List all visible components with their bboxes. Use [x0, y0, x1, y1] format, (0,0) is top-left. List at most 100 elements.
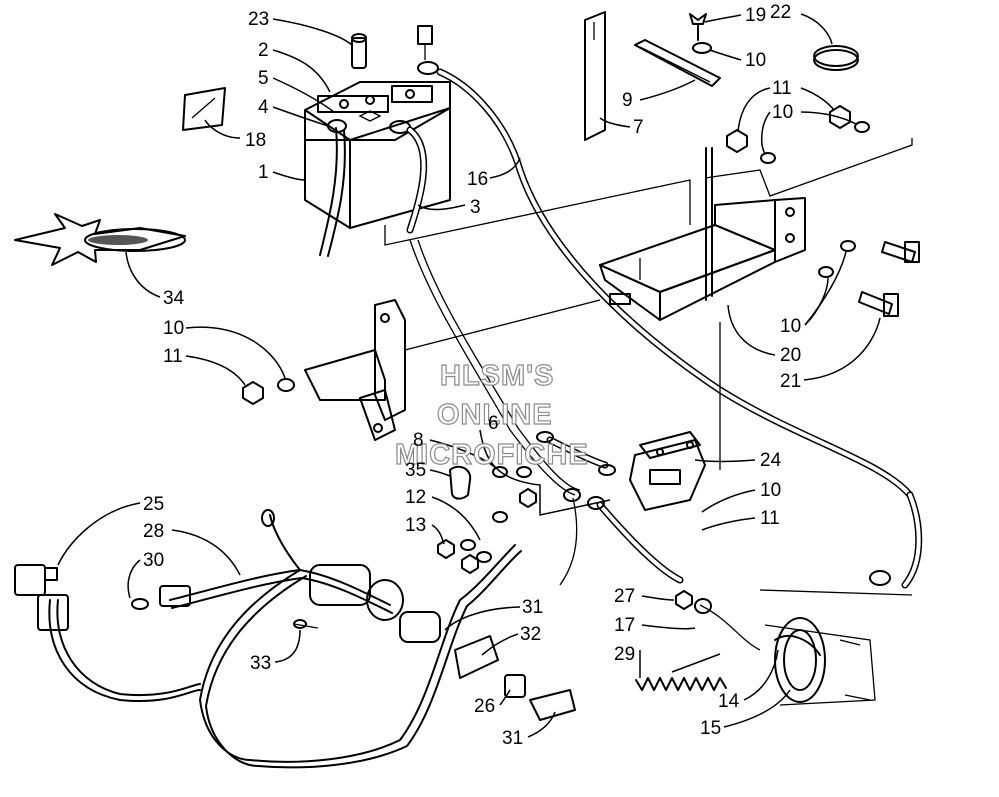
callout-17: 17	[614, 615, 635, 636]
emblem-decal-drawing	[14, 213, 186, 266]
leader-6	[479, 429, 611, 516]
hose-clamp-drawing	[813, 45, 859, 71]
callout-11: 11	[163, 346, 183, 367]
leader-34	[125, 251, 161, 298]
guide-line-lower-bracket	[404, 299, 601, 351]
leader-11a-b	[737, 87, 771, 133]
leader-26	[499, 689, 511, 706]
callout-10: 10	[163, 318, 184, 339]
callout-19: 19	[745, 5, 766, 26]
leader-10d-b	[804, 251, 847, 326]
leader-8	[429, 439, 497, 469]
leader-33	[274, 629, 301, 663]
watermark-line-2: ONLINE	[437, 399, 553, 431]
guide-line-fasteners	[704, 138, 913, 197]
leader-3	[417, 204, 466, 211]
solenoid-hardware-drawing	[437, 431, 616, 574]
leader-20	[727, 304, 776, 356]
callout-26: 26	[474, 696, 495, 717]
callout-12: 12	[405, 487, 426, 508]
callout-21: 21	[780, 371, 801, 392]
callout-9: 9	[622, 90, 633, 111]
spring-drawing	[635, 677, 727, 691]
callout-25: 25	[143, 494, 164, 515]
callout-22: 22	[770, 2, 791, 23]
callout-16: 16	[467, 169, 488, 190]
leader-15	[723, 689, 791, 728]
vent-cap-drawing	[351, 33, 367, 69]
leader-4	[272, 106, 329, 127]
leader-10d	[804, 277, 829, 326]
battery-tray-drawing	[599, 197, 806, 321]
guide-line-battery	[384, 179, 691, 246]
leader-2	[272, 49, 331, 93]
leader-31a	[444, 606, 521, 631]
leader-10a	[709, 49, 742, 61]
leader-25	[57, 502, 141, 566]
watermark: HLSM'S ONLINE MICROFICHE	[394, 359, 589, 471]
callout-7: 7	[633, 117, 644, 138]
leader-7	[599, 117, 631, 128]
callout-31: 31	[522, 597, 543, 618]
leader-28	[171, 529, 241, 576]
callout-28: 28	[143, 521, 164, 542]
callout-33: 33	[250, 653, 271, 674]
starter-solenoid-drawing	[629, 431, 706, 511]
top-right-fasteners-drawing	[726, 105, 870, 164]
callout-32: 32	[520, 624, 541, 645]
guide-line-bottom-right	[719, 322, 913, 596]
leader-14	[743, 649, 779, 701]
leader-5	[272, 77, 335, 113]
leader-29-b	[671, 653, 721, 673]
callout-10: 10	[780, 316, 801, 337]
leader-30	[127, 559, 141, 599]
callout-24: 24	[760, 450, 782, 471]
leader-1	[272, 171, 306, 181]
negative-cable-drawing	[389, 120, 581, 496]
leader-16	[489, 157, 521, 179]
leader-22	[800, 13, 833, 45]
leader-21	[803, 317, 881, 381]
watermark-line-3: MICROFICHE	[395, 439, 589, 471]
vent-tube-edge	[327, 129, 346, 257]
callout-8: 8	[413, 430, 424, 451]
mounting-bracket-drawing	[242, 299, 406, 441]
callout-27: 27	[614, 586, 635, 607]
wiring-harness-drawing	[14, 509, 576, 769]
callout-18: 18	[245, 130, 266, 151]
leader-lines	[57, 13, 881, 738]
callout-23: 23	[248, 9, 269, 30]
callout-35: 35	[405, 460, 426, 481]
vent-tube-drawing	[319, 127, 338, 256]
callout-labels: 23 2 5 4 18 1 16 3 19 10 22 9 7 11 10 34…	[143, 2, 801, 749]
leader-10b-b	[760, 111, 771, 155]
watermark-line-1: HLSM'S	[440, 360, 554, 392]
callout-29: 29	[614, 644, 635, 665]
leader-10e	[701, 489, 756, 513]
leader-9	[639, 79, 696, 101]
callout-13: 13	[405, 515, 426, 536]
leader-27	[641, 595, 675, 601]
callout-6: 6	[488, 413, 499, 434]
positive-cable-drawing	[417, 25, 923, 589]
callout-10: 10	[760, 480, 781, 501]
leader-24	[694, 459, 756, 463]
callout-4: 4	[258, 97, 269, 118]
hold-down-strap-drawing	[584, 11, 606, 141]
leader-13	[431, 524, 445, 545]
callout-31: 31	[502, 728, 523, 749]
callout-2: 2	[258, 40, 269, 61]
callout-14: 14	[718, 691, 740, 712]
callout-10: 10	[772, 102, 793, 123]
leader-32	[481, 633, 519, 656]
callout-34: 34	[163, 288, 185, 309]
leader-10b	[800, 111, 857, 125]
leader-11c	[701, 517, 756, 531]
callout-1: 1	[258, 162, 269, 183]
starter-motor-drawing	[764, 617, 876, 706]
starter-cable-drawing	[559, 488, 761, 651]
callout-5: 5	[258, 68, 269, 89]
decal-drawing	[182, 87, 226, 131]
callout-3: 3	[470, 197, 481, 218]
